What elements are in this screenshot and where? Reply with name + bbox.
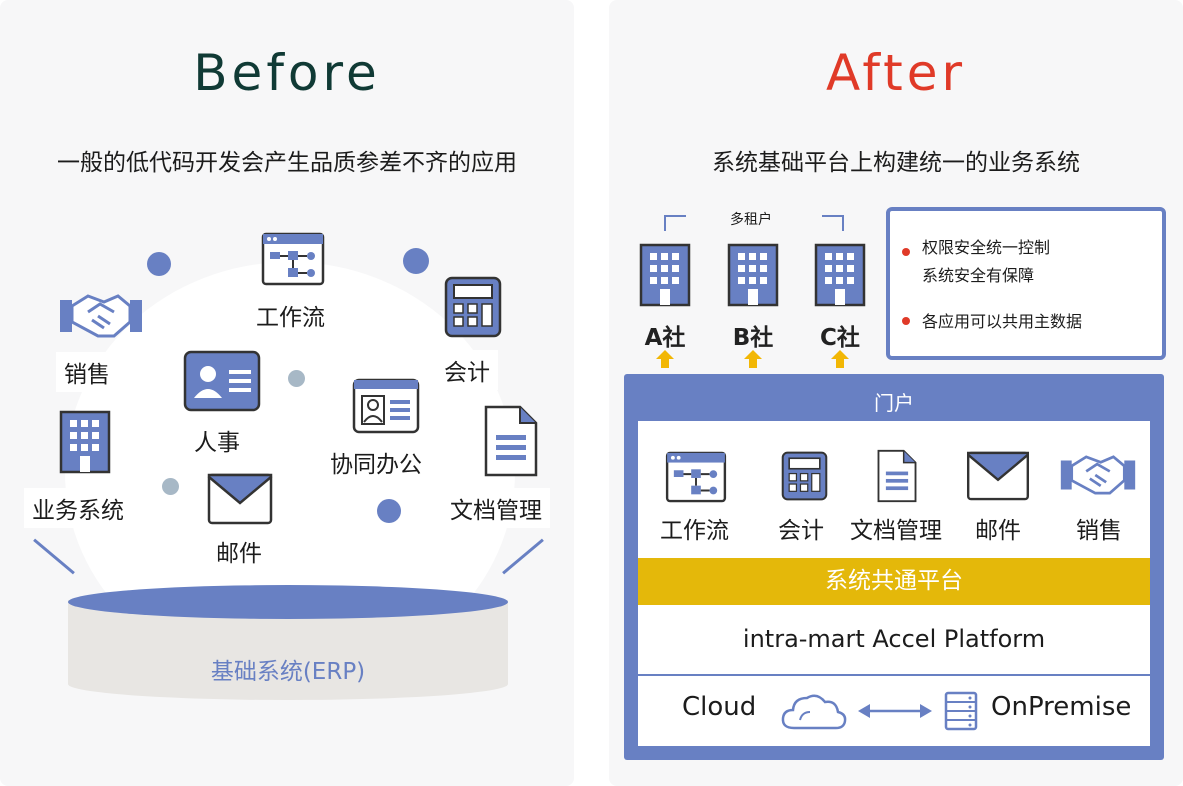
id-card-icon bbox=[183, 350, 261, 412]
after-app-workflow: 工作流 bbox=[660, 518, 729, 544]
portal-label: 门户 bbox=[874, 391, 914, 415]
decor-dot bbox=[147, 252, 171, 276]
onpremise-label: OnPremise bbox=[991, 692, 1132, 722]
workflow-icon bbox=[665, 451, 727, 503]
arrow-up-icon bbox=[656, 350, 674, 368]
after-title: After bbox=[825, 44, 967, 102]
after-subtitle: 系统基础平台上构建统一的业务系统 bbox=[712, 150, 1080, 176]
calculator-icon bbox=[781, 451, 828, 501]
arrow-up-icon bbox=[744, 350, 762, 368]
feature-item: 各应用可以共用主数据 bbox=[922, 312, 1083, 331]
handshake-icon bbox=[60, 294, 142, 338]
decor-dot bbox=[288, 370, 305, 387]
before-title: Before bbox=[193, 44, 381, 102]
building-icon bbox=[814, 243, 866, 307]
document-icon bbox=[484, 405, 538, 477]
cloud-icon bbox=[781, 694, 847, 730]
company-a-label: A社 bbox=[644, 325, 686, 351]
erp-label: 基础系统(ERP) bbox=[210, 659, 366, 685]
before-app-collaboration: 协同办公 bbox=[322, 442, 430, 482]
after-app-accounting: 会计 bbox=[778, 518, 824, 544]
before-subtitle: 一般的低代码开发会产生品质参差不齐的应用 bbox=[57, 150, 517, 176]
after-app-sales: 销售 bbox=[1076, 518, 1122, 544]
feature-box bbox=[886, 207, 1166, 360]
cloud-label: Cloud bbox=[682, 692, 757, 722]
handshake-icon bbox=[1060, 455, 1136, 495]
bullet-dot bbox=[902, 248, 910, 256]
decor-dot bbox=[162, 478, 179, 495]
after-app-documents: 文档管理 bbox=[850, 518, 942, 544]
decor-dot bbox=[403, 248, 429, 274]
platform-bar: intra-mart Accel Platform bbox=[638, 605, 1150, 674]
before-app-hr: 人事 bbox=[186, 420, 248, 460]
arrow-up-icon bbox=[831, 350, 849, 368]
building-icon bbox=[727, 243, 779, 307]
double-arrow-icon bbox=[858, 704, 932, 718]
mail-icon bbox=[207, 473, 273, 525]
before-app-business-system: 业务系统 bbox=[24, 488, 132, 528]
server-icon bbox=[944, 691, 978, 731]
decor-dot bbox=[377, 499, 401, 523]
tenant-bracket-left bbox=[664, 215, 686, 231]
workflow-icon bbox=[261, 232, 325, 286]
common-platform-bar: 系统共通平台 bbox=[638, 558, 1150, 605]
feature-item: 权限安全统一控制 bbox=[922, 238, 1051, 257]
before-app-mail: 邮件 bbox=[208, 531, 270, 571]
document-icon bbox=[877, 449, 917, 503]
before-app-accounting: 会计 bbox=[436, 350, 498, 390]
building-icon bbox=[59, 410, 111, 474]
calculator-icon bbox=[444, 276, 502, 338]
bullet-dot bbox=[902, 317, 910, 325]
before-app-documents: 文档管理 bbox=[442, 488, 550, 528]
tenant-label: 多租户 bbox=[730, 212, 772, 228]
after-app-mail: 邮件 bbox=[975, 518, 1021, 544]
tenant-bracket-right bbox=[822, 215, 844, 231]
mail-icon bbox=[966, 451, 1030, 501]
feature-item: 系统安全有保障 bbox=[922, 266, 1035, 285]
company-c-label: C社 bbox=[820, 325, 860, 351]
before-app-sales: 销售 bbox=[56, 352, 118, 392]
building-icon bbox=[639, 243, 691, 307]
company-b-label: B社 bbox=[732, 325, 774, 351]
badge-icon bbox=[352, 378, 420, 434]
before-app-workflow: 工作流 bbox=[248, 295, 333, 335]
erp-cylinder-top bbox=[68, 585, 508, 619]
